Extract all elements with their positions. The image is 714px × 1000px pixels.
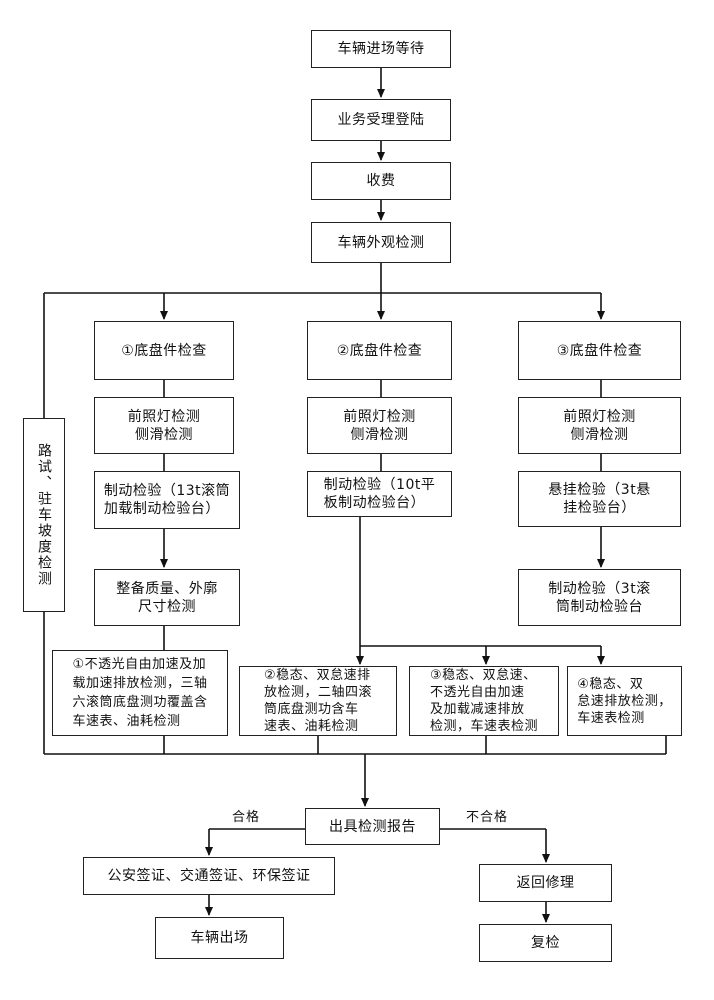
road-test-label: 路试、驻车坡度检测 <box>36 443 52 587</box>
branch3-header: ③底盘件检查 <box>518 321 681 380</box>
register-node: 业务受理登陆 <box>311 99 451 141</box>
branch1-brake-node: 制动检验（13t滚筒 加载制动检验台） <box>94 471 240 529</box>
branch1-headlight-node: 前照灯检测 侧滑检测 <box>94 397 234 454</box>
repair-node: 返回修理 <box>479 864 612 902</box>
appearance-node: 车辆外观检测 <box>311 222 451 263</box>
recheck-node: 复检 <box>479 924 612 962</box>
fail-label: 不合格 <box>466 810 509 825</box>
fee-node: 收费 <box>311 162 451 200</box>
branch1-header: ①底盘件检查 <box>94 321 234 380</box>
branch3-brake-node: 制动检验（3t滚 筒制动检验台 <box>518 569 681 626</box>
branch2-brake-node: 制动检验（10t平 板制动检验台） <box>307 471 452 517</box>
report-node: 出具检测报告 <box>305 808 440 845</box>
emission3-node: ③稳态、双怠速、 不透光自由加速 及加载减速排放 检测，车速表检测 <box>409 666 559 736</box>
certify-node: 公安签证、交通签证、环保签证 <box>83 857 335 895</box>
emission4-node: ④稳态、双 怠速排放检测， 车速表检测 <box>567 666 682 736</box>
branch1-mass-node: 整备质量、外廓 尺寸检测 <box>94 569 240 626</box>
branch2-header: ②底盘件检查 <box>307 321 452 380</box>
branch3-headlight-node: 前照灯检测 侧滑检测 <box>518 397 681 454</box>
emission2-node: ②稳态、双怠速排 放检测，二轴四滚 筒底盘测功含车 速表、油耗检测 <box>239 666 397 736</box>
branch2-headlight-node: 前照灯检测 侧滑检测 <box>307 397 452 454</box>
emission1-node: ①不透光自由加速及加 载加速排放检测，三轴 六滚筒底盘测功覆盖含 车速表、油耗检… <box>52 650 228 736</box>
pass-label: 合格 <box>232 810 261 825</box>
branch3-suspension-node: 悬挂检验（3t悬 挂检验台） <box>518 471 681 527</box>
exit-node: 车辆出场 <box>155 917 284 959</box>
road-test-node: 路试、驻车坡度检测 <box>23 418 65 612</box>
start-node: 车辆进场等待 <box>311 30 451 68</box>
